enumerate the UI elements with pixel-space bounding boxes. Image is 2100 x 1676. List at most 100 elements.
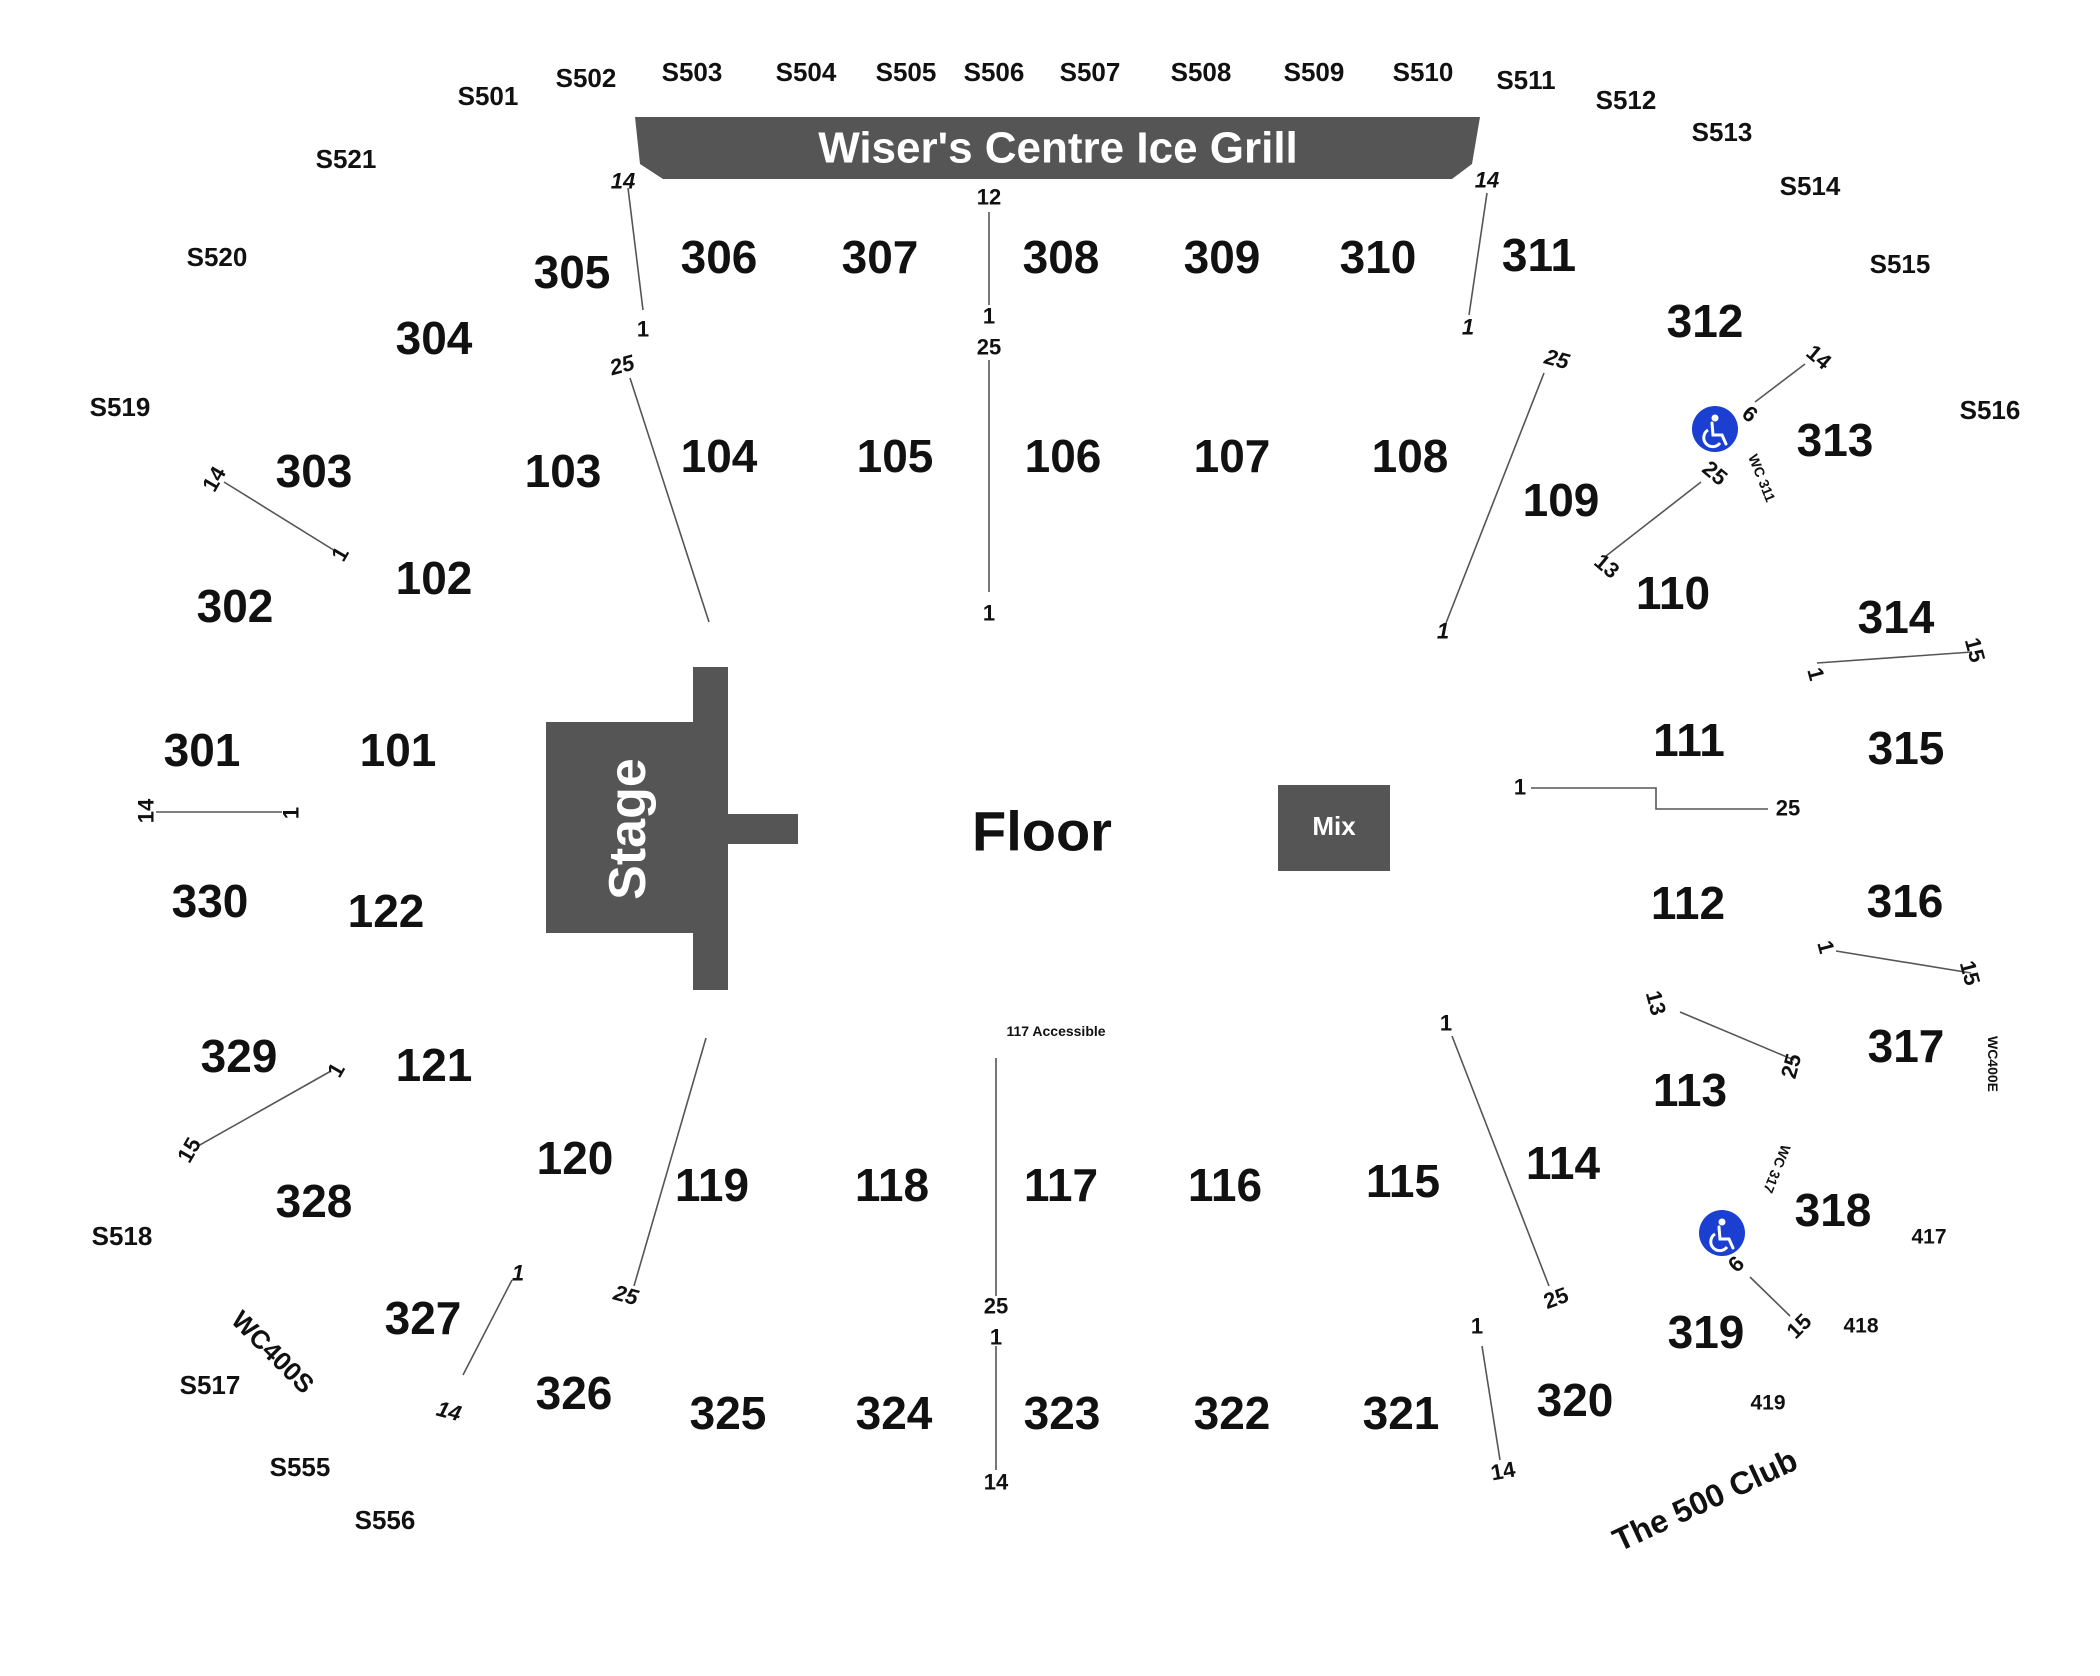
section-328[interactable]: 328 (276, 1175, 353, 1227)
suite-s556[interactable]: S556 (355, 1505, 416, 1535)
section-119[interactable]: 119 (675, 1159, 749, 1211)
section-313[interactable]: 313 (1797, 414, 1874, 466)
section-320[interactable]: 320 (1537, 1374, 1614, 1426)
section-311[interactable]: 311 (1502, 229, 1576, 281)
section-103[interactable]: 103 (525, 445, 602, 497)
section-314[interactable]: 314 (1858, 591, 1935, 643)
section-315[interactable]: 315 (1868, 722, 1945, 774)
suite-s514[interactable]: S514 (1780, 171, 1841, 201)
section-304[interactable]: 304 (396, 312, 473, 364)
section-322[interactable]: 322 (1194, 1387, 1271, 1439)
suite-s555[interactable]: S555 (270, 1452, 331, 1482)
section-121[interactable]: 121 (396, 1039, 473, 1091)
suite-s520[interactable]: S520 (187, 242, 248, 272)
suite-s509[interactable]: S509 (1284, 57, 1345, 87)
section-120[interactable]: 120 (537, 1132, 614, 1184)
section-321[interactable]: 321 (1363, 1387, 1440, 1439)
section-301[interactable]: 301 (164, 724, 241, 776)
row-label: 15 (172, 1133, 206, 1167)
section-312[interactable]: 312 (1667, 295, 1744, 347)
suite-s511[interactable]: S511 (1496, 65, 1555, 95)
section-106[interactable]: 106 (1025, 430, 1102, 482)
row-label: 15 (1955, 958, 1985, 988)
section-318[interactable]: 318 (1795, 1184, 1872, 1236)
suite-s504[interactable]: S504 (776, 57, 837, 87)
suite-s505[interactable]: S505 (876, 57, 937, 87)
suite-s501[interactable]: S501 (458, 81, 519, 111)
section-306[interactable]: 306 (681, 231, 758, 283)
boxes: 417 418 419 (1750, 1226, 1946, 1415)
section-324[interactable]: 324 (856, 1387, 933, 1439)
section-319[interactable]: 319 (1668, 1306, 1745, 1358)
section-104[interactable]: 104 (681, 430, 758, 482)
section-327[interactable]: 327 (385, 1292, 462, 1344)
section-117[interactable]: 117 (1024, 1159, 1098, 1211)
section-116[interactable]: 116 (1188, 1159, 1262, 1211)
section-105[interactable]: 105 (857, 430, 934, 482)
row-label: 25 (1776, 796, 1800, 821)
section-112[interactable]: 112 (1651, 877, 1725, 929)
section-302[interactable]: 302 (197, 580, 274, 632)
suite-s513[interactable]: S513 (1692, 117, 1753, 147)
row-label: 1 (990, 1325, 1002, 1350)
row-label: 1 (1812, 938, 1839, 956)
section-101[interactable]: 101 (360, 724, 437, 776)
section-109[interactable]: 109 (1523, 474, 1600, 526)
the-500-club-label[interactable]: The 500 Club (1607, 1442, 1803, 1559)
suite-s502[interactable]: S502 (556, 63, 617, 93)
suite-s517[interactable]: S517 (180, 1370, 241, 1400)
grill-label: Wiser's Centre Ice Grill (818, 124, 1298, 173)
box-417[interactable]: 417 (1911, 1226, 1946, 1249)
suite-s506[interactable]: S506 (964, 57, 1025, 87)
section-303[interactable]: 303 (276, 445, 353, 497)
suite-s516[interactable]: S516 (1960, 395, 2021, 425)
section-310[interactable]: 310 (1340, 231, 1417, 283)
section-108[interactable]: 108 (1372, 430, 1449, 482)
mix-label: Mix (1312, 811, 1356, 841)
section-107[interactable]: 107 (1194, 430, 1271, 482)
row-label: 1 (512, 1261, 524, 1286)
section-111[interactable]: 111 (1653, 714, 1725, 766)
section-102[interactable]: 102 (396, 552, 473, 604)
stage[interactable]: Stage (546, 667, 798, 990)
row-label: 14 (984, 1470, 1009, 1495)
section-329[interactable]: 329 (201, 1030, 278, 1082)
floor-section[interactable]: Floor (972, 800, 1112, 863)
section-325[interactable]: 325 (690, 1387, 767, 1439)
section-330[interactable]: 330 (172, 875, 249, 927)
section-115[interactable]: 115 (1366, 1155, 1440, 1207)
suite-s521[interactable]: S521 (316, 144, 377, 174)
section-118[interactable]: 118 (855, 1159, 929, 1211)
section-316[interactable]: 316 (1867, 875, 1944, 927)
section-110[interactable]: 110 (1636, 567, 1710, 619)
row-label: 25 (977, 335, 1001, 360)
section-305[interactable]: 305 (534, 246, 611, 298)
row-label: 1 (279, 807, 304, 819)
row-label: 25 (1776, 1051, 1806, 1081)
section-317[interactable]: 317 (1868, 1020, 1945, 1072)
suite-s515[interactable]: S515 (1870, 249, 1931, 279)
suite-s518[interactable]: S518 (92, 1221, 153, 1251)
suite-s512[interactable]: S512 (1596, 85, 1657, 115)
section-113[interactable]: 113 (1653, 1064, 1727, 1116)
section-114[interactable]: 114 (1526, 1137, 1601, 1189)
box-418[interactable]: 418 (1843, 1315, 1878, 1338)
section-309[interactable]: 309 (1184, 231, 1261, 283)
section-326[interactable]: 326 (536, 1367, 613, 1419)
row-label: 1 (1437, 619, 1449, 644)
row-label: 14 (197, 461, 231, 495)
section-323[interactable]: 323 (1024, 1387, 1101, 1439)
suite-s519[interactable]: S519 (90, 392, 151, 422)
row-label: 12 (977, 185, 1001, 210)
suite-s507[interactable]: S507 (1060, 57, 1121, 87)
grill-banner[interactable]: Wiser's Centre Ice Grill (635, 117, 1480, 179)
row-label: 13 (1641, 988, 1671, 1018)
section-308[interactable]: 308 (1023, 231, 1100, 283)
section-307[interactable]: 307 (842, 231, 919, 283)
section-122[interactable]: 122 (348, 885, 425, 937)
suite-s508[interactable]: S508 (1171, 57, 1232, 87)
suite-s503[interactable]: S503 (662, 57, 723, 87)
box-419[interactable]: 419 (1750, 1392, 1785, 1415)
suite-s510[interactable]: S510 (1393, 57, 1454, 87)
row-label: 25 (1540, 1282, 1572, 1314)
